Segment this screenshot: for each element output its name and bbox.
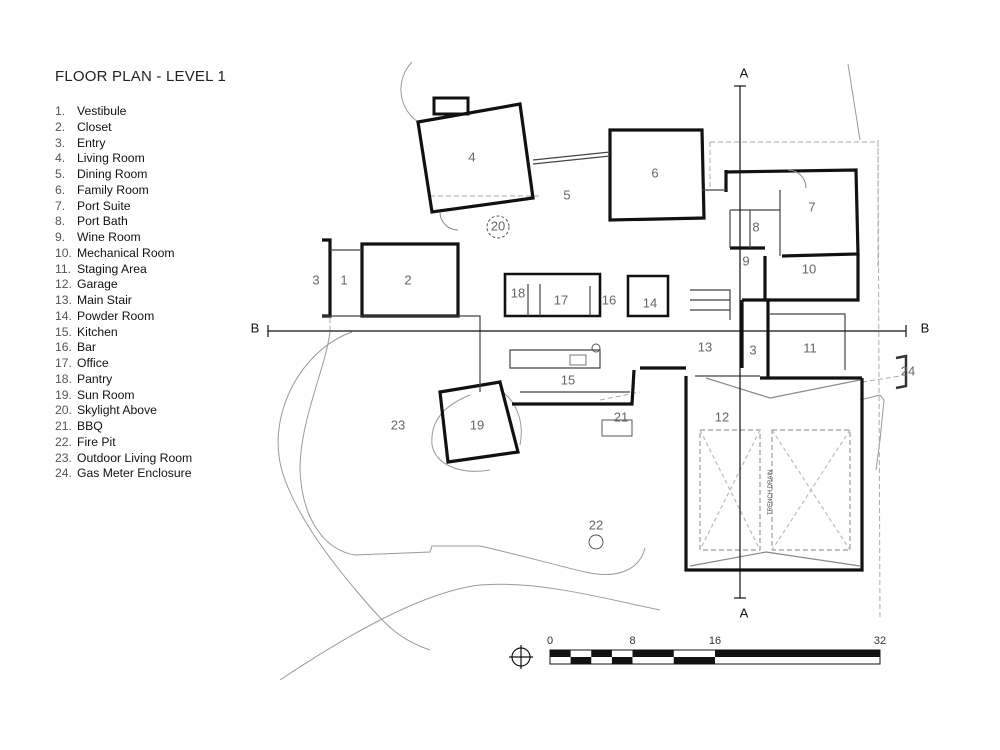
walls (322, 96, 864, 572)
scale-bar-segment (591, 650, 612, 657)
room-label: 20 (491, 218, 505, 233)
section-marker-a-bottom: A (740, 605, 749, 620)
legend-item: 16.Bar (55, 340, 96, 355)
site-outline (277, 61, 885, 681)
section-lines (267, 85, 907, 599)
scale-bar-segment (611, 657, 633, 664)
room-label: 17 (554, 292, 568, 307)
trench-drain-note: TRENCH DRAIN (768, 470, 774, 515)
legend-item: 24.Gas Meter Enclosure (55, 466, 192, 481)
room-labels: 1 2 3 3 4 5 6 7 8 9 10 11 12 13 14 15 16… (312, 149, 915, 532)
room-label: 13 (698, 339, 712, 354)
room-label: 24 (901, 363, 915, 378)
scale-bar: 0 8 16 32 (547, 635, 886, 665)
legend-item: 13.Main Stair (55, 293, 132, 307)
room-label: 4 (468, 149, 475, 164)
section-marker-a-top: A (740, 65, 749, 80)
scale-bar-segment (715, 650, 880, 657)
room-label: 8 (752, 219, 759, 234)
room-label: 1 (340, 272, 347, 287)
legend-item: 4.Living Room (55, 151, 145, 166)
section-marker-b-left: B (251, 320, 260, 335)
legend-item: 1.Vestibule (55, 104, 127, 118)
room-label: 14 (643, 295, 657, 310)
scale-tick-label: 8 (629, 635, 635, 647)
legend-item: 19.Sun Room (55, 387, 135, 402)
legend-item: 9.Wine Room (55, 230, 141, 244)
north-arrow-icon (509, 645, 533, 669)
room-label: 15 (561, 372, 575, 387)
legend-item: 23.Outdoor Living Room (55, 450, 193, 465)
scale-bar-segment (570, 657, 592, 664)
legend-item: 15.Kitchen (55, 324, 118, 339)
legend-item: 8.Port Bath (55, 214, 128, 229)
legend-item: 12.Garage (55, 277, 118, 292)
section-marker-b-right: B (921, 320, 930, 335)
legend-item: 18.Pantry (55, 371, 113, 386)
roof-outline (329, 139, 901, 621)
scale-tick-label: 32 (874, 635, 886, 647)
legend-item: 22.Fire Pit (55, 434, 116, 449)
legend-item: 20.Skylight Above (55, 403, 157, 418)
room-label: 3 (749, 342, 756, 357)
fixtures (439, 169, 908, 550)
legend-item: 3.Entry (55, 135, 106, 150)
room-label: 7 (808, 199, 815, 214)
scale-tick-label: 16 (709, 635, 721, 647)
section-markers: A A B B (251, 65, 930, 620)
interior-walls (322, 151, 861, 567)
legend-item: 21.BBQ (55, 419, 103, 433)
room-label: 11 (803, 340, 817, 355)
scale-bar-segment (632, 650, 674, 657)
room-label: 16 (602, 292, 616, 307)
plan-title: FLOOR PLAN - LEVEL 1 (55, 68, 227, 85)
legend-item: 2.Closet (55, 119, 112, 134)
scale-bar-segment (550, 650, 571, 657)
room-legend: 1.Vestibule 2.Closet 3.Entry 4.Living Ro… (55, 104, 192, 482)
legend-item: 6.Family Room (55, 182, 149, 197)
legend-item: 5.Dining Room (55, 167, 148, 181)
room-label: 22 (589, 517, 603, 532)
legend-item: 10.Mechanical Room (55, 245, 175, 260)
room-label: 19 (470, 417, 484, 432)
legend-item: 11.Staging Area (55, 261, 147, 276)
room-label: 21 (614, 409, 628, 424)
room-label: 18 (511, 285, 525, 300)
legend-item: 7.Port Suite (55, 198, 131, 213)
room-label: 6 (651, 165, 658, 180)
legend-item: 14.Powder Room (55, 308, 155, 323)
room-label: 12 (715, 409, 729, 424)
room-label: 3 (312, 272, 319, 287)
room-label: 2 (404, 272, 411, 287)
room-label: 23 (391, 417, 405, 432)
scale-tick-label: 0 (547, 635, 553, 647)
room-label: 10 (802, 261, 816, 276)
legend-item: 17.Office (55, 356, 109, 370)
room-label: 9 (742, 253, 749, 268)
scale-bar-segment (673, 657, 715, 664)
room-label: 5 (563, 187, 570, 202)
